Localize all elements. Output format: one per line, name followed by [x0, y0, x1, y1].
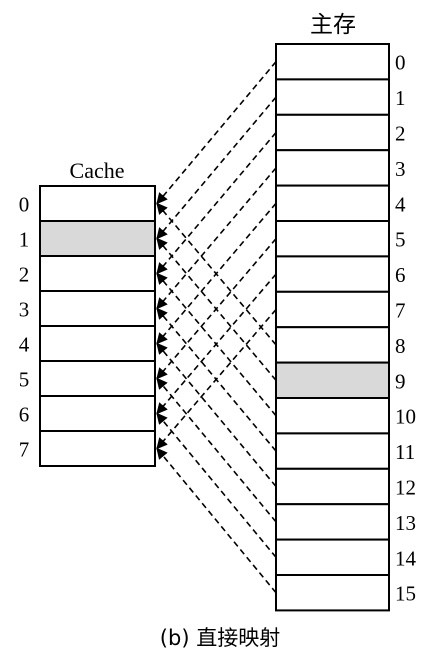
mapping-arrow: [156, 202, 277, 346]
main-memory-block-label: 5: [395, 228, 406, 252]
main-memory-block-label: 4: [395, 192, 406, 216]
cache-line-label: 4: [19, 333, 30, 357]
main-memory-block-label: 8: [395, 334, 406, 358]
mapping-arrow: [156, 307, 277, 452]
main-memory-block-label: 15: [395, 582, 416, 606]
main-memory-block: [275, 361, 390, 400]
main-memory-block: [275, 149, 390, 187]
cache-line: [39, 325, 156, 362]
cache-line-label: 5: [19, 368, 30, 392]
main-memory-block: [275, 432, 390, 470]
main-memory-block-label: 1: [395, 86, 406, 110]
main-memory-block-label: 11: [395, 440, 415, 464]
main-memory-block: [275, 43, 390, 81]
main-memory-block: [275, 467, 390, 506]
mapping-arrow: [156, 96, 277, 240]
cache-line: [39, 430, 156, 467]
cache-line-label: 6: [19, 403, 30, 427]
main-memory-blocks: [275, 43, 390, 612]
cache-line-label: 1: [19, 228, 30, 252]
main-memory-block-label: 2: [395, 122, 406, 146]
main-memory-block: [275, 78, 390, 116]
cache-line: [39, 395, 156, 432]
mapping-arrow: [156, 447, 277, 594]
main-memory-block-label: 12: [395, 476, 416, 500]
main-memory-block: [275, 184, 390, 223]
main-memory-block-label: 0: [395, 51, 406, 75]
main-memory-block: [275, 503, 390, 541]
main-memory-block: [275, 538, 390, 576]
cache-lines: [39, 185, 156, 467]
main-memory-block: [275, 113, 390, 152]
main-memory-block: [275, 326, 390, 364]
main-memory-block-label: 7: [395, 299, 406, 323]
main-memory-block-label: 3: [395, 157, 406, 181]
cache-line-label: 2: [19, 263, 30, 287]
main-memory-block: [275, 220, 390, 258]
main-memory-block: [275, 574, 390, 612]
mapping-arrow: [156, 131, 277, 275]
main-memory-block-label: 14: [395, 546, 417, 570]
mapping-arrow: [156, 237, 277, 381]
main-memory-block: [275, 255, 390, 293]
cache-line: [39, 360, 156, 397]
cache-line: [39, 290, 156, 327]
mapping-arrow: [156, 377, 277, 523]
cache-line-labels: 0 1 2 3 4 5 6 7: [19, 193, 30, 462]
main-memory-title: 主存: [310, 12, 356, 37]
main-memory-block-label: 9: [395, 369, 406, 393]
mapping-arrow: [156, 167, 277, 310]
mapping-arrow: [156, 272, 277, 417]
cache-line: [39, 255, 156, 292]
cache-line-label: 3: [19, 298, 30, 322]
cache-line: [39, 220, 156, 257]
mapping-arrows: [156, 61, 277, 594]
figure-caption: (b) 直接映射: [160, 626, 280, 650]
main-memory-block: [275, 290, 390, 329]
main-memory-block-label: 10: [395, 405, 416, 429]
cache-line-label: 0: [19, 193, 30, 217]
cache-line: [39, 185, 156, 222]
main-memory-block: [275, 397, 390, 435]
mapping-arrow: [156, 342, 277, 488]
main-memory-block-label: 13: [395, 511, 416, 535]
mapping-arrow: [156, 412, 277, 558]
cache-line-label: 7: [19, 438, 30, 462]
mapping-arrow: [156, 61, 277, 205]
main-memory-block-label: 6: [395, 263, 406, 287]
cache-title: Cache: [70, 158, 125, 183]
